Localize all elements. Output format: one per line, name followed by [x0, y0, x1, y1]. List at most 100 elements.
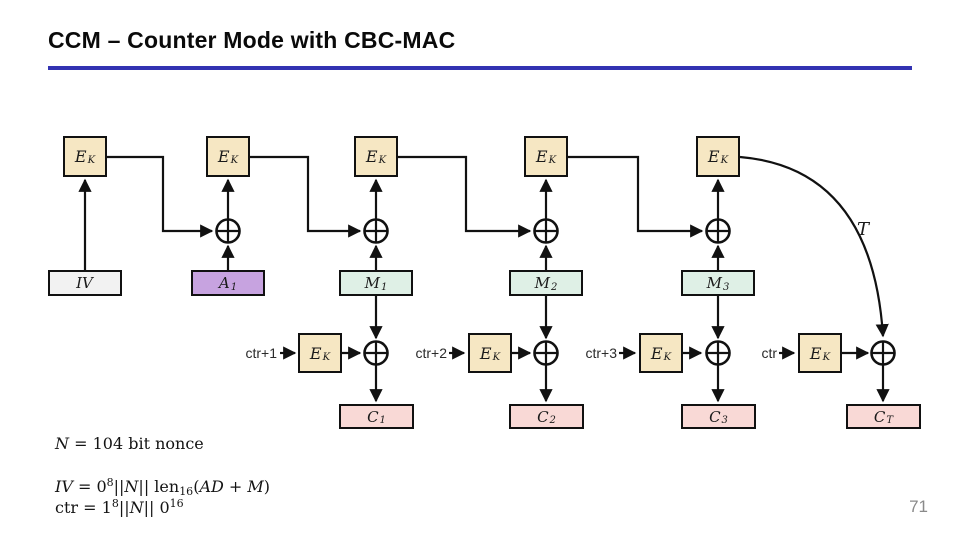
formula-iv-len: || len — [138, 477, 180, 496]
c1-label: C — [367, 407, 379, 426]
c1-label-sub: 1 — [379, 415, 386, 426]
m3-label: M — [706, 274, 722, 292]
formula-iv-paren-open: ( — [193, 477, 200, 496]
formula-ctr-zero: || 0 — [143, 498, 170, 517]
xor-icon-top-4 — [705, 218, 731, 244]
m1-label: M — [364, 274, 380, 292]
formula-ctr-eq: = 1 — [78, 498, 112, 517]
ek-label: E — [365, 147, 378, 166]
ek-label: E — [535, 147, 548, 166]
title-underline — [48, 66, 912, 70]
xor-icon-bottom-1 — [363, 340, 389, 366]
formula-var-n: N — [55, 434, 69, 453]
c3-label: C — [709, 407, 721, 426]
formula-nonce-rest: = 104 bit nonce — [69, 434, 204, 453]
xor-icon-bottom-4 — [870, 340, 896, 366]
formula-var-iv: IV — [55, 477, 73, 496]
c3-label-sub: 3 — [721, 415, 728, 426]
formula-var-ctr: ctr — [55, 498, 79, 517]
ek-label: E — [74, 147, 87, 166]
ctr-label-1: ctr+1 — [245, 345, 277, 361]
formula-ctr: ctr = 18||N|| 016 — [55, 497, 184, 517]
ek-label: E — [707, 147, 720, 166]
xor-icon-bottom-2 — [533, 340, 559, 366]
formula-iv-plus: + — [223, 477, 248, 496]
wire-ek4-out — [568, 155, 704, 238]
formula-ctr-n: N — [129, 498, 144, 517]
ctr-label-2: ctr+2 — [415, 345, 447, 361]
formula-iv-paren-close: ) — [263, 477, 271, 496]
ek-label-sub: K — [378, 155, 387, 166]
m1-label-sub: 1 — [380, 281, 388, 293]
tag-arc — [739, 155, 889, 338]
m2-label-sub: 2 — [550, 281, 558, 293]
c2-label: C — [537, 407, 549, 426]
xor-icon-bottom-3 — [705, 340, 731, 366]
tag-label: T — [857, 219, 870, 240]
ek-label-sub: K — [87, 155, 96, 166]
xor-icon-top-1 — [215, 218, 241, 244]
a1-label-sub: 1 — [230, 281, 238, 293]
page-title: CCM – Counter Mode with CBC-MAC — [48, 27, 456, 53]
c2-label-sub: 2 — [549, 415, 556, 426]
formula-ctr-exp2: 16 — [169, 497, 184, 510]
m2-label: M — [534, 274, 550, 292]
page-number: 71 — [909, 497, 928, 516]
ek-label: E — [217, 147, 230, 166]
iv-label: IV — [76, 274, 93, 292]
xor-icon-top-3 — [533, 218, 559, 244]
ek-label-sub: K — [822, 351, 831, 363]
wire-ek3-out — [398, 155, 532, 238]
ek-label: E — [479, 343, 492, 363]
ctr-label-3: ctr+3 — [585, 345, 617, 361]
formula-ctr-exp1: 8 — [111, 497, 119, 510]
ctr-mode-wires — [280, 296, 890, 403]
xor-icon-top-2 — [363, 218, 389, 244]
ct-label: C — [873, 407, 886, 426]
ek-label-sub: K — [720, 155, 729, 166]
ek-label-sub: K — [322, 351, 331, 363]
ek-label: E — [809, 343, 822, 363]
formula-iv-m: M — [247, 477, 264, 496]
formula-ctr-concat: || — [118, 498, 130, 517]
formula-iv: IV = 08||N|| len16(AD + M) — [55, 476, 270, 498]
ek-label: E — [650, 343, 663, 363]
input-box-iv: IV — [48, 270, 122, 296]
formula-iv-ad: AD — [199, 477, 224, 496]
ek-label-sub: K — [548, 155, 557, 166]
m3-label-sub: 3 — [722, 281, 730, 293]
formula-iv-exp: 8 — [106, 476, 114, 489]
wire-ek2-out — [250, 155, 362, 238]
ct-label-sub: T — [886, 415, 894, 426]
cbc-mac-wires — [78, 155, 889, 338]
ek-label: E — [309, 343, 322, 363]
ctr-label-4: ctr — [761, 345, 777, 361]
formula-iv-concat1: || — [113, 477, 125, 496]
ek-label-sub: K — [492, 351, 501, 363]
formula-iv-eq: = 0 — [72, 477, 107, 496]
formula-iv-len-sub: 16 — [179, 485, 194, 498]
a1-label: A — [218, 274, 230, 292]
formula-iv-n: N — [124, 477, 139, 496]
wire-ek1-out — [107, 155, 214, 238]
ek-label-sub: K — [230, 155, 239, 166]
xor-symbols — [215, 218, 896, 366]
